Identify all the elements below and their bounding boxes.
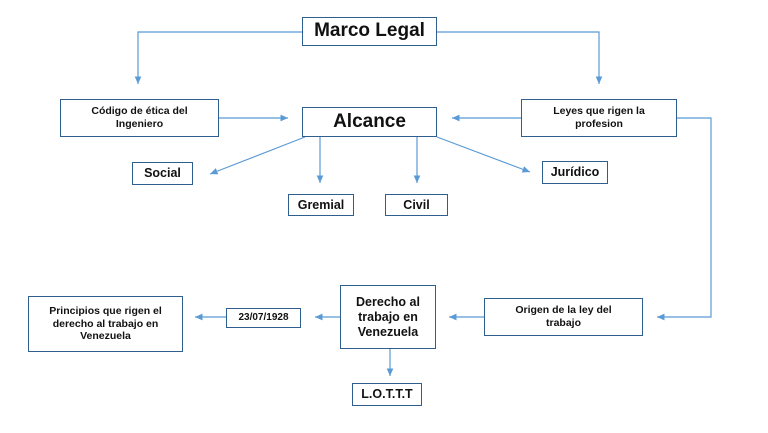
arrow-alcance-to-social [209, 136, 306, 175]
node-leyes: Leyes que rigen la profesion [521, 99, 677, 137]
node-marco-legal: Marco Legal [302, 17, 437, 46]
node-origen: Origen de la ley del trabajo [484, 298, 643, 336]
arrow-leyes-to-origen [657, 117, 712, 321]
node-principios: Principios que rigen el derecho al traba… [28, 296, 183, 352]
node-civil: Civil [385, 194, 448, 216]
node-derecho: Derecho al trabajo en Venezuela [340, 285, 436, 349]
node-codigo-etica: Código de ética del Ingeniero [60, 99, 219, 137]
node-lottt: L.O.T.T.T [352, 383, 422, 406]
arrow-marco-to-leyes [437, 31, 603, 84]
node-juridico: Jurídico [542, 161, 608, 184]
node-fecha: 23/07/1928 [226, 308, 301, 328]
node-alcance: Alcance [302, 107, 437, 137]
arrow-marco-to-codigo [134, 31, 302, 84]
node-gremial: Gremial [288, 194, 354, 216]
arrow-alcance-to-juridico [436, 136, 531, 173]
node-social: Social [132, 162, 193, 185]
